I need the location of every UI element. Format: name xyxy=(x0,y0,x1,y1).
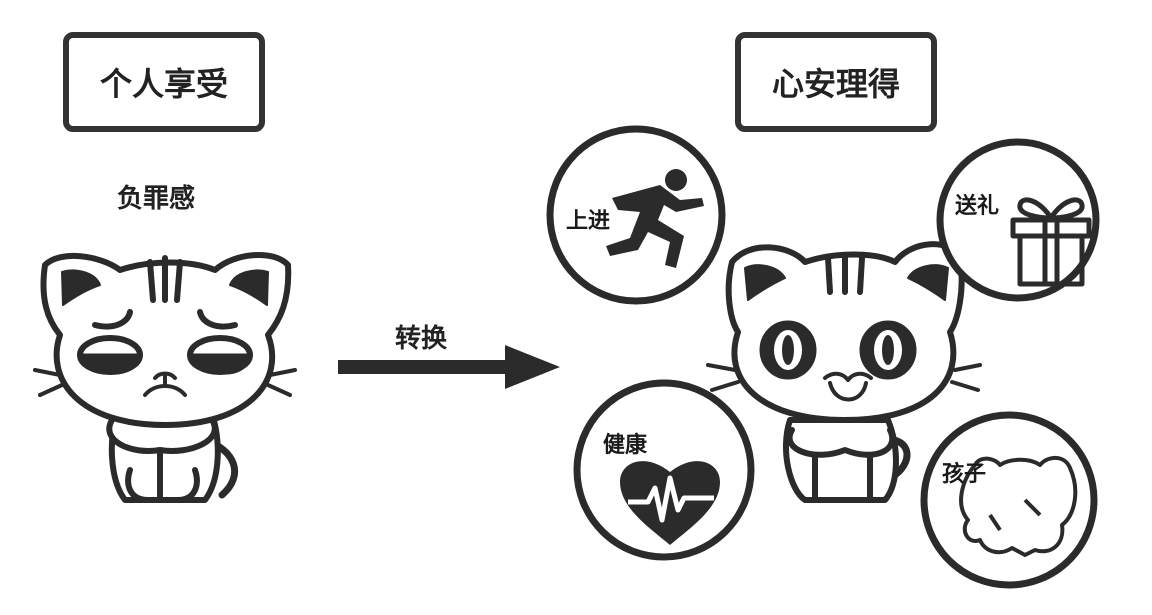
benefit-circle-gift xyxy=(936,138,1100,302)
benefit-circle-health xyxy=(573,379,755,561)
sad-cat-illustration xyxy=(33,252,297,503)
benefit-circle-progress xyxy=(546,125,726,305)
gift-box-icon xyxy=(1010,197,1092,287)
happy-cat-illustration xyxy=(706,241,982,503)
convert-arrow xyxy=(338,345,560,389)
benefit-label-health: 健康 xyxy=(603,433,648,458)
left-title: 个人享受 xyxy=(99,65,228,103)
heartbeat-heart-icon xyxy=(620,461,720,545)
running-person-icon xyxy=(606,169,704,268)
benefit-label-children: 孩子 xyxy=(942,462,987,487)
convert-label: 转换 xyxy=(395,324,448,354)
benefit-circle-children xyxy=(920,411,1098,589)
left-title-box: 个人享受 xyxy=(63,32,265,132)
benefit-label-progress: 上进 xyxy=(566,209,611,234)
right-title-box: 心安理得 xyxy=(735,32,937,132)
guilt-label: 负罪感 xyxy=(117,184,196,214)
kitten-icon xyxy=(959,455,1078,557)
benefit-label-gift: 送礼 xyxy=(955,194,1000,219)
right-title: 心安理得 xyxy=(771,65,900,103)
